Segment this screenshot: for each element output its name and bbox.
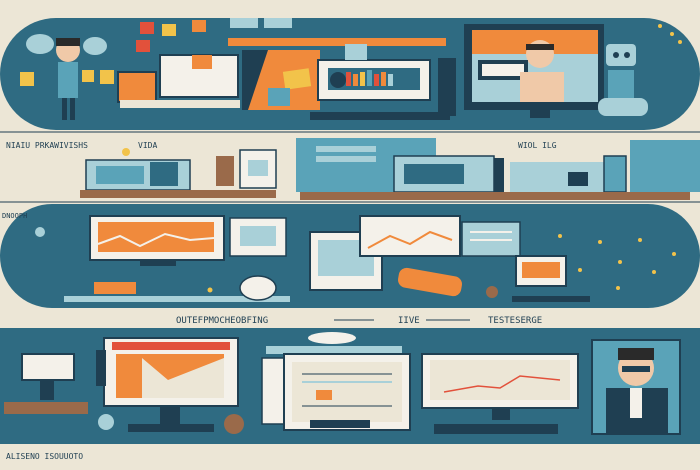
band4-mid-label: IIVE (398, 316, 420, 326)
video-call-monitor (464, 24, 604, 118)
fourth-band-header: OUTEFPMOCHEOBFING IIVE TESTESERGE (0, 308, 700, 328)
lab-desk-right (296, 138, 700, 200)
robot-figure (598, 24, 682, 116)
band3-left-label: DNOOPH (2, 212, 27, 220)
dot-pattern (35, 227, 676, 293)
band2-mid-label: VIDA (138, 141, 157, 150)
top-band (0, 18, 700, 130)
band4-left-label: OUTEFPMOCHEOBFING (176, 316, 268, 326)
center-monitors (261, 332, 411, 431)
bar-strip (346, 70, 393, 86)
footer: ALISENO ISOUUOTO (0, 444, 700, 470)
band2-left-label: NIAIU PRKAWIVISHS (6, 141, 88, 150)
small-monitor-left (4, 353, 88, 414)
chart-monitor (96, 337, 244, 434)
band2-right-label: WIOL ILG (518, 141, 557, 150)
lab-desk-left (80, 148, 277, 198)
central-workstation (228, 38, 456, 120)
fourth-band (0, 328, 700, 444)
right-monitor (421, 353, 579, 434)
footer-left-label: ALISENO ISOUUOTO (6, 452, 83, 461)
desk-monitors-left (117, 54, 240, 108)
second-band: NIAIU PRKAWIVISHS VIDA WIOL ILG (0, 130, 700, 204)
analytics-monitors (89, 215, 567, 291)
person-portrait-right (591, 339, 681, 435)
band4-right-label: TESTESERGE (488, 316, 542, 326)
third-band: DNOOPH (0, 204, 700, 308)
person-left-figure (20, 34, 114, 120)
sticky-notes (136, 18, 292, 52)
desk-objects-band3 (64, 267, 590, 302)
